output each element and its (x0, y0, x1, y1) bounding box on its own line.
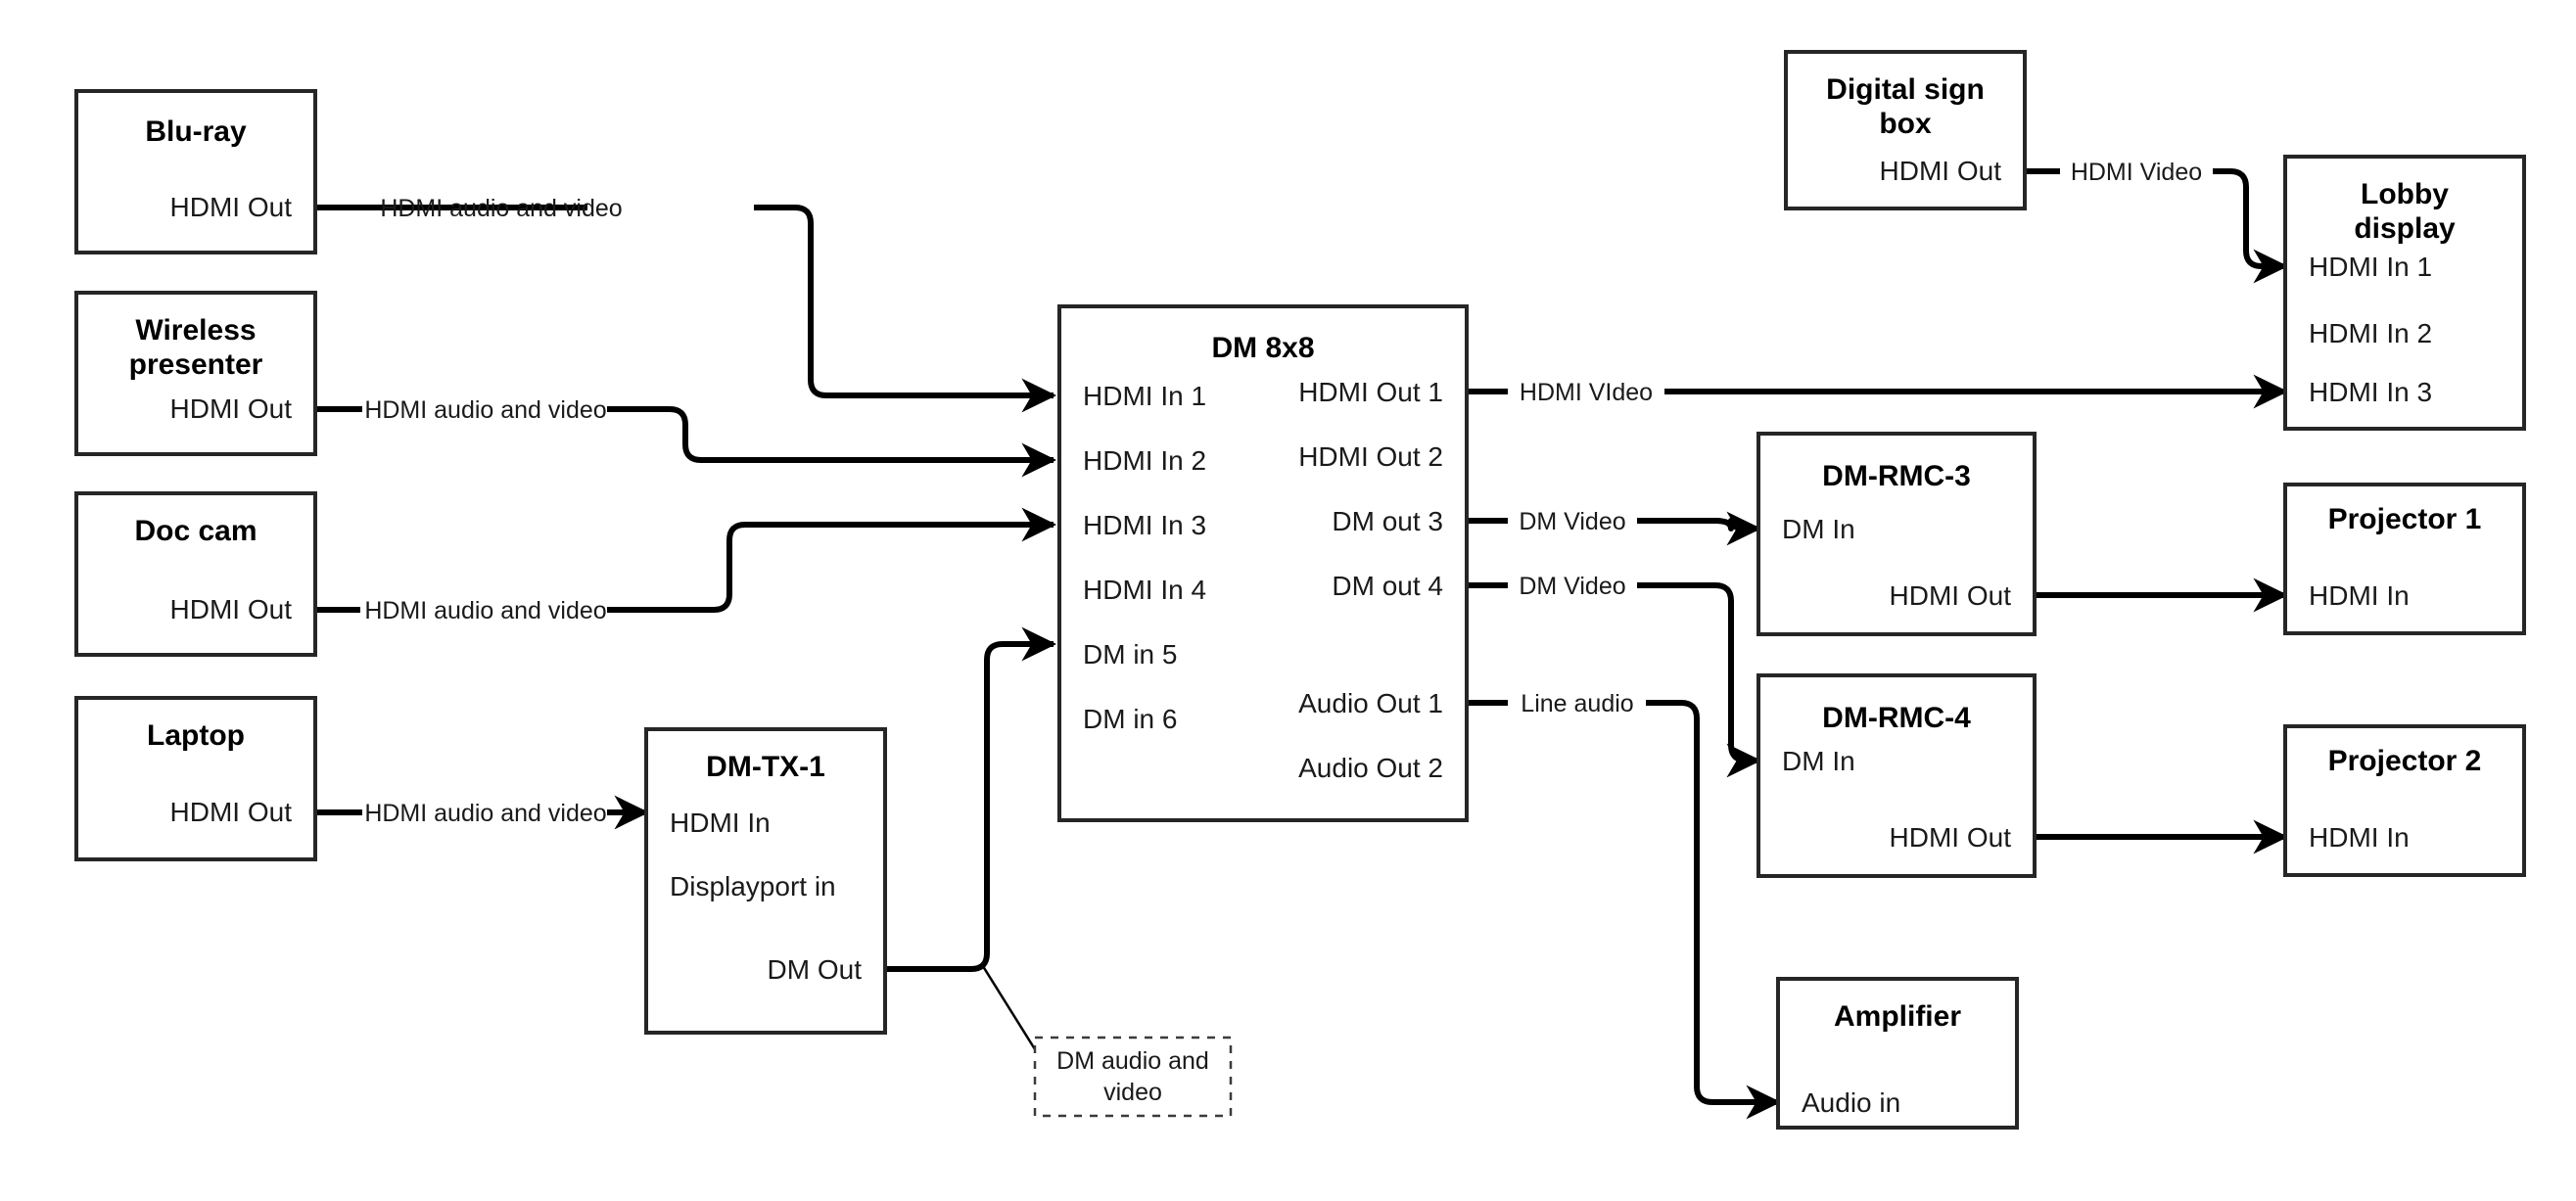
label-bluray-link: HDMI audio and video (380, 195, 622, 222)
device-dm-rmc-4[interactable]: DM-RMC-4 DM In HDMI Out (1756, 673, 2037, 878)
bluray-port-hdmi-out: HDMI Out (170, 192, 293, 222)
dm-8x8-port-audio-out-1: Audio Out 1 (1298, 688, 1443, 718)
label-audioout1-link: Line audio (1521, 690, 1633, 717)
device-dm-8x8[interactable]: DM 8x8 HDMI In 1 HDMI In 2 HDMI In 3 HDM… (1057, 304, 1469, 822)
dm-tx-1-port-displayport-in: Displayport in (670, 871, 836, 901)
dm-rmc-3-box[interactable] (1756, 432, 2037, 636)
laptop-title: Laptop (147, 719, 245, 752)
device-doc-cam[interactable]: Doc cam HDMI Out (74, 491, 317, 657)
device-dm-tx-1[interactable]: DM-TX-1 HDMI In Displayport in DM Out (644, 727, 887, 1035)
device-bluray[interactable]: Blu-ray HDMI Out (74, 89, 317, 254)
amplifier-box[interactable] (1776, 977, 2019, 1130)
link-dmtx1-to-dm8x8 (885, 626, 1057, 972)
link-doccam-to-dm8x8 (315, 525, 1054, 613)
dm-8x8-port-hdmi-out-2: HDMI Out 2 (1298, 441, 1443, 472)
wireless-presenter-title-line2: presenter (129, 348, 263, 381)
lobby-display-port-hdmi-in-1: HDMI In 1 (2309, 252, 2432, 282)
device-dm-rmc-3[interactable]: DM-RMC-3 DM In HDMI Out (1756, 432, 2037, 636)
dm-8x8-title: DM 8x8 (1211, 332, 1314, 364)
laptop-box[interactable] (74, 696, 317, 861)
digital-sign-title-line2: box (1879, 108, 1932, 140)
dm-tx-1-box[interactable] (644, 727, 887, 1035)
amplifier-title: Amplifier (1834, 1000, 1961, 1033)
link-wireless-to-dm8x8 (315, 406, 1054, 460)
digital-sign-title-line1: Digital sign (1826, 73, 1985, 106)
dm-rmc-3-port-dm-in: DM In (1782, 514, 1855, 544)
digital-sign-box[interactable] (1784, 50, 2027, 210)
link-bluray-to-dm8x8 (315, 205, 1054, 395)
dm-8x8-port-dm-out-4: DM out 4 (1332, 571, 1443, 601)
dm-8x8-port-hdmi-in-3: HDMI In 3 (1083, 510, 1206, 540)
link-sign-to-lobby (2025, 168, 2285, 266)
projector-1-port-hdmi-in: HDMI In (2309, 580, 2410, 611)
label-wireless-link: HDMI audio and video (364, 396, 606, 424)
projector-1-box[interactable] (2283, 483, 2526, 635)
callout-leader-line (979, 962, 1037, 1050)
dm-8x8-port-dm-in-6: DM in 6 (1083, 704, 1177, 734)
device-lobby-display[interactable]: Lobby display HDMI In 1 HDMI In 2 HDMI I… (2283, 155, 2526, 431)
callout-text-line1: DM audio and (1056, 1047, 1209, 1075)
dm-rmc-4-port-hdmi-out: HDMI Out (1890, 822, 2012, 853)
dm-rmc-4-box[interactable] (1756, 673, 2037, 878)
doc-cam-box[interactable] (74, 491, 317, 657)
device-projector-2[interactable]: Projector 2 HDMI In (2283, 724, 2526, 877)
projector-2-port-hdmi-in: HDMI In (2309, 822, 2410, 853)
lobby-display-title-line2: display (2354, 212, 2456, 245)
connection-layer (315, 168, 2285, 1102)
link-audioout1-to-amplifier (1467, 700, 1778, 1102)
link-dmout4-to-rmc4 (1467, 582, 1758, 761)
dm-tx-1-title: DM-TX-1 (706, 751, 825, 783)
projector-1-title: Projector 1 (2328, 503, 2482, 535)
dm-rmc-3-title: DM-RMC-3 (1822, 460, 1971, 492)
wireless-presenter-port-hdmi-out: HDMI Out (170, 393, 293, 424)
doc-cam-title: Doc cam (134, 515, 257, 547)
dm-8x8-port-hdmi-in-2: HDMI In 2 (1083, 445, 1206, 476)
wireless-presenter-title-line1: Wireless (135, 314, 256, 346)
label-dmout4-link: DM Video (1519, 573, 1625, 600)
dm-8x8-port-hdmi-in-4: HDMI In 4 (1083, 575, 1206, 605)
lobby-display-port-hdmi-in-3: HDMI In 3 (2309, 377, 2432, 407)
doc-cam-port-hdmi-out: HDMI Out (170, 594, 293, 624)
projector-2-title: Projector 2 (2328, 745, 2482, 777)
amplifier-port-audio-in: Audio in (1802, 1087, 1900, 1118)
device-projector-1[interactable]: Projector 1 HDMI In (2283, 483, 2526, 635)
callout-box (1033, 1036, 1233, 1118)
dm-rmc-4-port-dm-in: DM In (1782, 746, 1855, 776)
bluray-box[interactable] (74, 89, 317, 254)
device-laptop[interactable]: Laptop HDMI Out (74, 696, 317, 861)
projector-2-box[interactable] (2283, 724, 2526, 877)
label-doccam-link: HDMI audio and video (364, 597, 606, 624)
label-hdmiout1-link: HDMI VIdeo (1520, 379, 1653, 406)
device-wireless-presenter[interactable]: Wireless presenter HDMI Out (74, 291, 317, 456)
label-sign-link: HDMI Video (2071, 159, 2202, 186)
wireless-presenter-box[interactable] (74, 291, 317, 456)
lobby-display-port-hdmi-in-2: HDMI In 2 (2309, 318, 2432, 348)
dm-8x8-port-audio-out-2: Audio Out 2 (1298, 753, 1443, 783)
connection-label-layer: HDMI audio and video HDMI audio and vide… (364, 159, 2202, 827)
label-dmout3-link: DM Video (1519, 508, 1625, 535)
callout-text-line2: video (1103, 1079, 1162, 1106)
label-laptop-link: HDMI audio and video (364, 800, 606, 827)
dm-8x8-port-hdmi-out-1: HDMI Out 1 (1298, 377, 1443, 407)
link-dmout3-to-rmc3 (1467, 521, 1758, 529)
dm-8x8-box[interactable] (1057, 304, 1469, 822)
callout-dm-audio-and-video: DM audio and video (1033, 1036, 1233, 1118)
dm-8x8-port-hdmi-in-1: HDMI In 1 (1083, 381, 1206, 411)
lobby-display-title-line1: Lobby (2361, 178, 2449, 210)
digital-sign-port-hdmi-out: HDMI Out (1880, 156, 2002, 186)
dm-8x8-port-dm-in-5: DM in 5 (1083, 639, 1177, 670)
dm-tx-1-port-dm-out: DM Out (768, 954, 863, 985)
laptop-port-hdmi-out: HDMI Out (170, 797, 293, 827)
dm-rmc-4-title: DM-RMC-4 (1822, 702, 1971, 734)
bluray-title: Blu-ray (145, 115, 247, 148)
dm-tx-1-port-hdmi-in: HDMI In (670, 808, 771, 838)
device-digital-sign-box[interactable]: Digital sign box HDMI Out (1784, 50, 2027, 210)
lobby-display-box[interactable] (2283, 155, 2526, 431)
dm-8x8-port-dm-out-3: DM out 3 (1332, 506, 1443, 536)
device-amplifier[interactable]: Amplifier Audio in (1776, 977, 2019, 1130)
dm-rmc-3-port-hdmi-out: HDMI Out (1890, 580, 2012, 611)
